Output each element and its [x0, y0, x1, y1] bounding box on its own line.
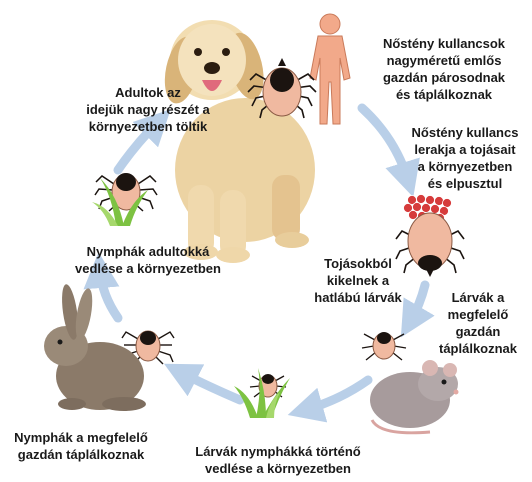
tick-engorged-female — [396, 213, 464, 277]
arrow-rabbit-to-nymph — [100, 270, 118, 318]
arrow-eggs-to-larva — [410, 285, 425, 322]
human-host-icon — [310, 14, 350, 124]
arrow-grass-to-rabbit — [180, 372, 240, 400]
grass-icon-bottom — [234, 368, 290, 418]
rabbit-host-illustration — [44, 283, 146, 411]
label-six-legged-larvae-hatch: Tojásokból kikelnek a hatlábú lárvák — [310, 255, 406, 306]
arrow-larva-to-grass — [305, 380, 368, 410]
label-larvae-molt-to-nymphs: Lárvák nymphákká történő vedlése a körny… — [168, 443, 388, 477]
tick-adult-on-grass — [95, 173, 157, 211]
mouse-host-illustration — [370, 360, 459, 433]
label-females-mate-on-large-host: Nőstény kullancsok nagyméretű emlős gazd… — [364, 35, 524, 103]
tick-larva — [362, 332, 406, 360]
label-female-lays-eggs-and-dies: Nőstény kullancs lerakja a tojásait a kö… — [400, 124, 530, 192]
label-nymphs-molt-to-adults: Nymphák adultokká vedlése a környezetben — [56, 243, 240, 277]
label-nymphs-feed-on-host: Nymphák a megfelelő gazdán táplálkoznak — [2, 429, 160, 463]
dog-illustration — [159, 20, 315, 263]
label-larvae-feed-on-host: Lárvák a megfelelő gazdán táplálkoznak — [428, 289, 528, 357]
label-adults-spend-time-in-environment: Adultok az idejük nagy részét a környeze… — [68, 84, 228, 135]
